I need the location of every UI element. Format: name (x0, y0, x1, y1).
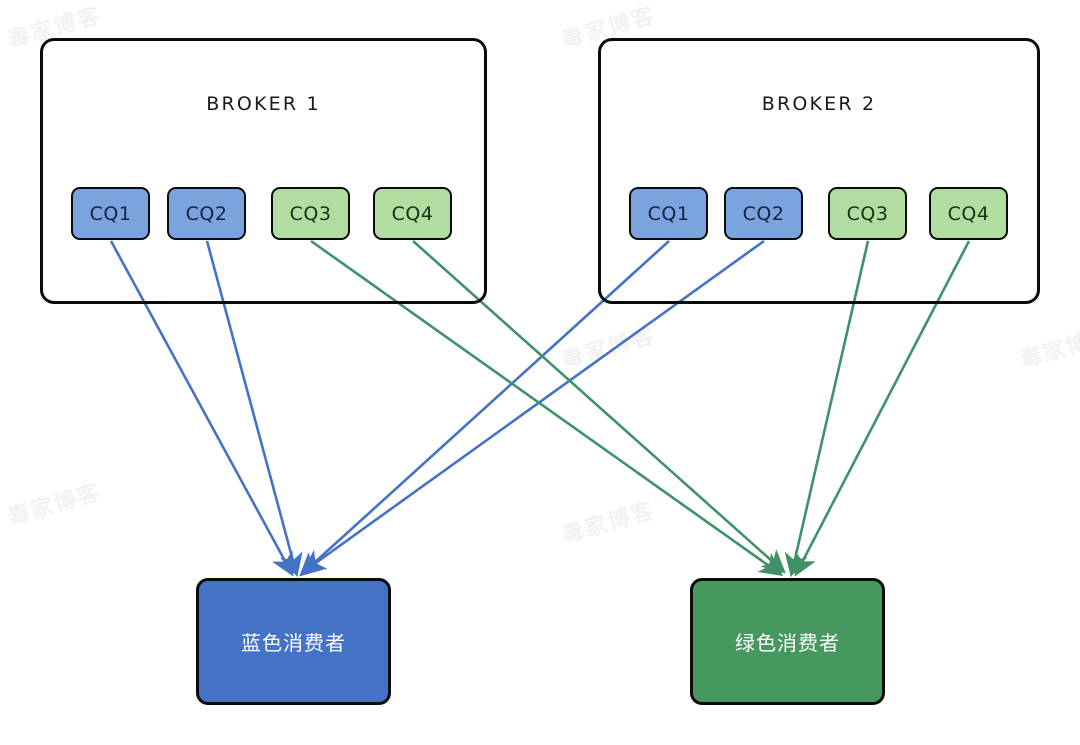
consume-queue-cq2-broker2[interactable]: CQ2 (724, 187, 803, 240)
consume-queue-cq2-broker1[interactable]: CQ2 (167, 187, 246, 240)
broker-title: BROKER 2 (761, 93, 877, 115)
broker-title: BROKER 1 (206, 93, 321, 115)
broker-container-2: BROKER 2 (598, 38, 1040, 304)
consume-queue-cq4-broker2[interactable]: CQ4 (929, 187, 1008, 240)
broker-container-1: BROKER 1 (40, 38, 487, 304)
edge-broker-1-CQ2-to-blue-consumer (205, 240, 303, 578)
consume-queue-cq1-broker2[interactable]: CQ1 (629, 187, 708, 240)
edge-broker-2-CQ3-to-green-consumer (784, 240, 870, 578)
edge-broker-2-CQ4-to-green-consumer (794, 240, 971, 577)
green-consumer[interactable]: 绿色消费者 (690, 578, 885, 705)
consume-queue-cq4-broker1[interactable]: CQ4 (373, 187, 452, 240)
edge-broker-1-CQ1-to-blue-consumer (109, 240, 294, 577)
consume-queue-cq3-broker2[interactable]: CQ3 (828, 187, 907, 240)
consume-queue-cq1-broker1[interactable]: CQ1 (71, 187, 150, 240)
edge-broker-2-CQ2-to-blue-consumer (301, 239, 765, 574)
consume-queue-cq3-broker1[interactable]: CQ3 (271, 187, 350, 240)
edge-broker-1-CQ3-to-green-consumer (310, 239, 784, 577)
blue-consumer[interactable]: 蓝色消费者 (196, 578, 391, 705)
